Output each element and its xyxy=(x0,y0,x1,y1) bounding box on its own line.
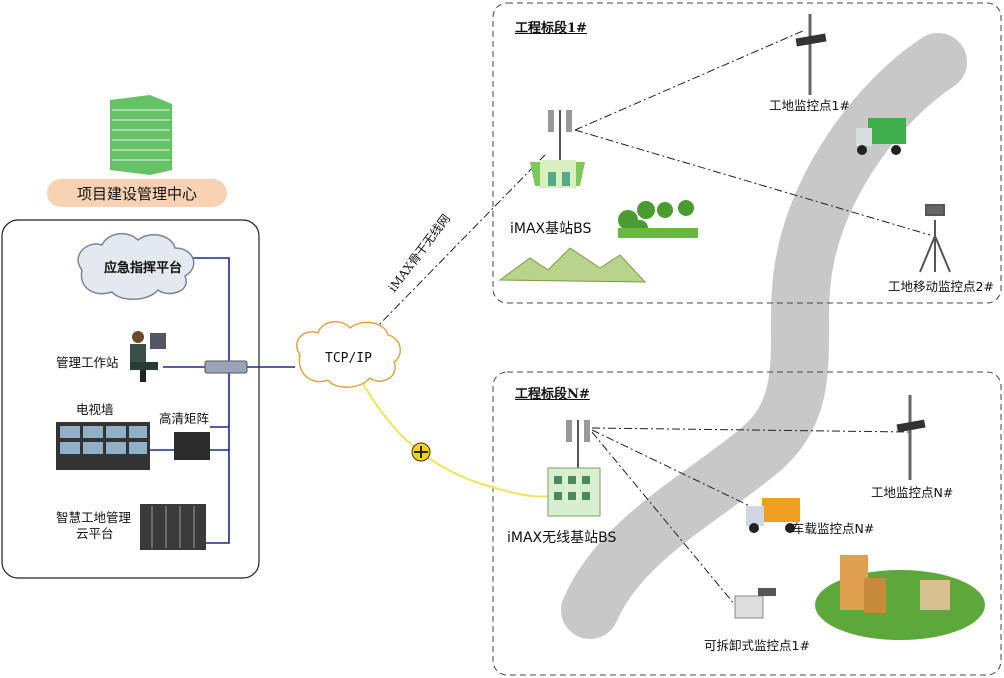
tcpip-cloud-icon xyxy=(296,321,401,388)
segment1-box xyxy=(492,2,1002,304)
wireless-links xyxy=(371,29,931,606)
segmentN-removable-label: 可拆卸式监控点1# xyxy=(704,638,810,653)
tripod-icon xyxy=(919,204,951,273)
tv-wall-label: 电视墙 xyxy=(76,402,114,417)
segment1-base-station-label: iMAX基站BS xyxy=(510,221,592,237)
fiber-link xyxy=(361,381,556,498)
mountains-icon xyxy=(498,247,647,283)
segment1-title: 工程标段1# xyxy=(515,21,587,36)
orange-truck-icon xyxy=(746,498,800,533)
command-platform-label: 应急指挥平台 xyxy=(104,261,183,276)
green-truck-icon xyxy=(856,118,906,155)
center-label: 项目建设管理中心 xyxy=(47,179,227,207)
cloud-platform-label-2: 云平台 xyxy=(76,526,114,541)
segment1-point2-label: 工地移动监控点2# xyxy=(888,279,994,294)
hd-matrix-label: 高清矩阵 xyxy=(159,411,210,426)
cloud-platform-label-1: 智慧工地管理 xyxy=(56,510,132,525)
tcpip-label: TCP/IP xyxy=(325,351,372,366)
hd-matrix-icon xyxy=(174,432,210,460)
trees-icon xyxy=(618,200,698,238)
workstation-label: 管理工作站 xyxy=(56,355,119,370)
workstation-icon xyxy=(130,331,166,382)
segmentN-box xyxy=(492,371,1002,676)
server-rack-icon xyxy=(140,504,206,550)
city-icon xyxy=(815,555,985,640)
command-cloud-icon xyxy=(77,233,195,300)
base-station1-icon xyxy=(530,110,585,188)
monitor-poleN-icon xyxy=(896,395,926,480)
switch-icon xyxy=(204,360,248,374)
base-stationN-icon xyxy=(547,420,601,517)
monitor-pole1-icon xyxy=(795,14,827,95)
segmentN-pointN-label: 工地监控点N# xyxy=(871,485,954,500)
segmentN-vehicle-label: 车载监控点N# xyxy=(792,521,875,536)
building-icon xyxy=(110,95,172,175)
removable-monitor-icon xyxy=(734,588,776,619)
road xyxy=(561,33,967,639)
segmentN-title: 工程标段N# xyxy=(515,387,590,402)
segment1-point1-label: 工地监控点1# xyxy=(769,98,850,113)
segmentN-base-station-label: iMAX无线基站BS xyxy=(507,530,617,546)
tv-wall-icon xyxy=(56,422,150,470)
management-box xyxy=(1,219,260,579)
lan-links xyxy=(150,257,295,544)
